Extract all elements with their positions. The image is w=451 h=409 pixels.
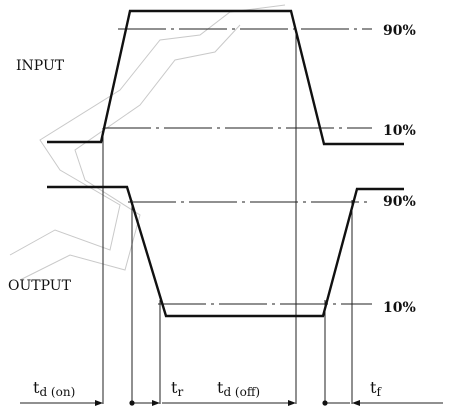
timing-arrows: [20, 400, 443, 406]
output-label: OUTPUT: [8, 278, 72, 294]
output-90-percent-label: 90%: [383, 194, 416, 210]
tf-arrowhead: [352, 400, 360, 406]
input-10-percent-label: 10%: [383, 123, 416, 139]
tf-label: tf: [370, 378, 382, 399]
reference-lines: [103, 28, 372, 305]
output-10-percent-label: 10%: [383, 300, 416, 316]
td-off-label: td (off): [217, 378, 260, 399]
input-90-percent-label: 90%: [383, 23, 416, 39]
td-off-end-dot: [322, 400, 328, 406]
td-on-end-dot: [129, 400, 135, 406]
td-off-arrowhead: [288, 400, 296, 406]
tr-label: tr: [171, 378, 183, 399]
input-waveform: [47, 9, 404, 146]
timing-markers: [102, 30, 353, 404]
input-label: INPUT: [16, 58, 65, 74]
output-waveform: [47, 185, 404, 318]
td-on-label: td (on): [33, 378, 75, 399]
watermark-outline: [9, 4, 286, 281]
td-on-arrowhead: [95, 400, 103, 406]
tr-arrowhead: [152, 400, 160, 406]
